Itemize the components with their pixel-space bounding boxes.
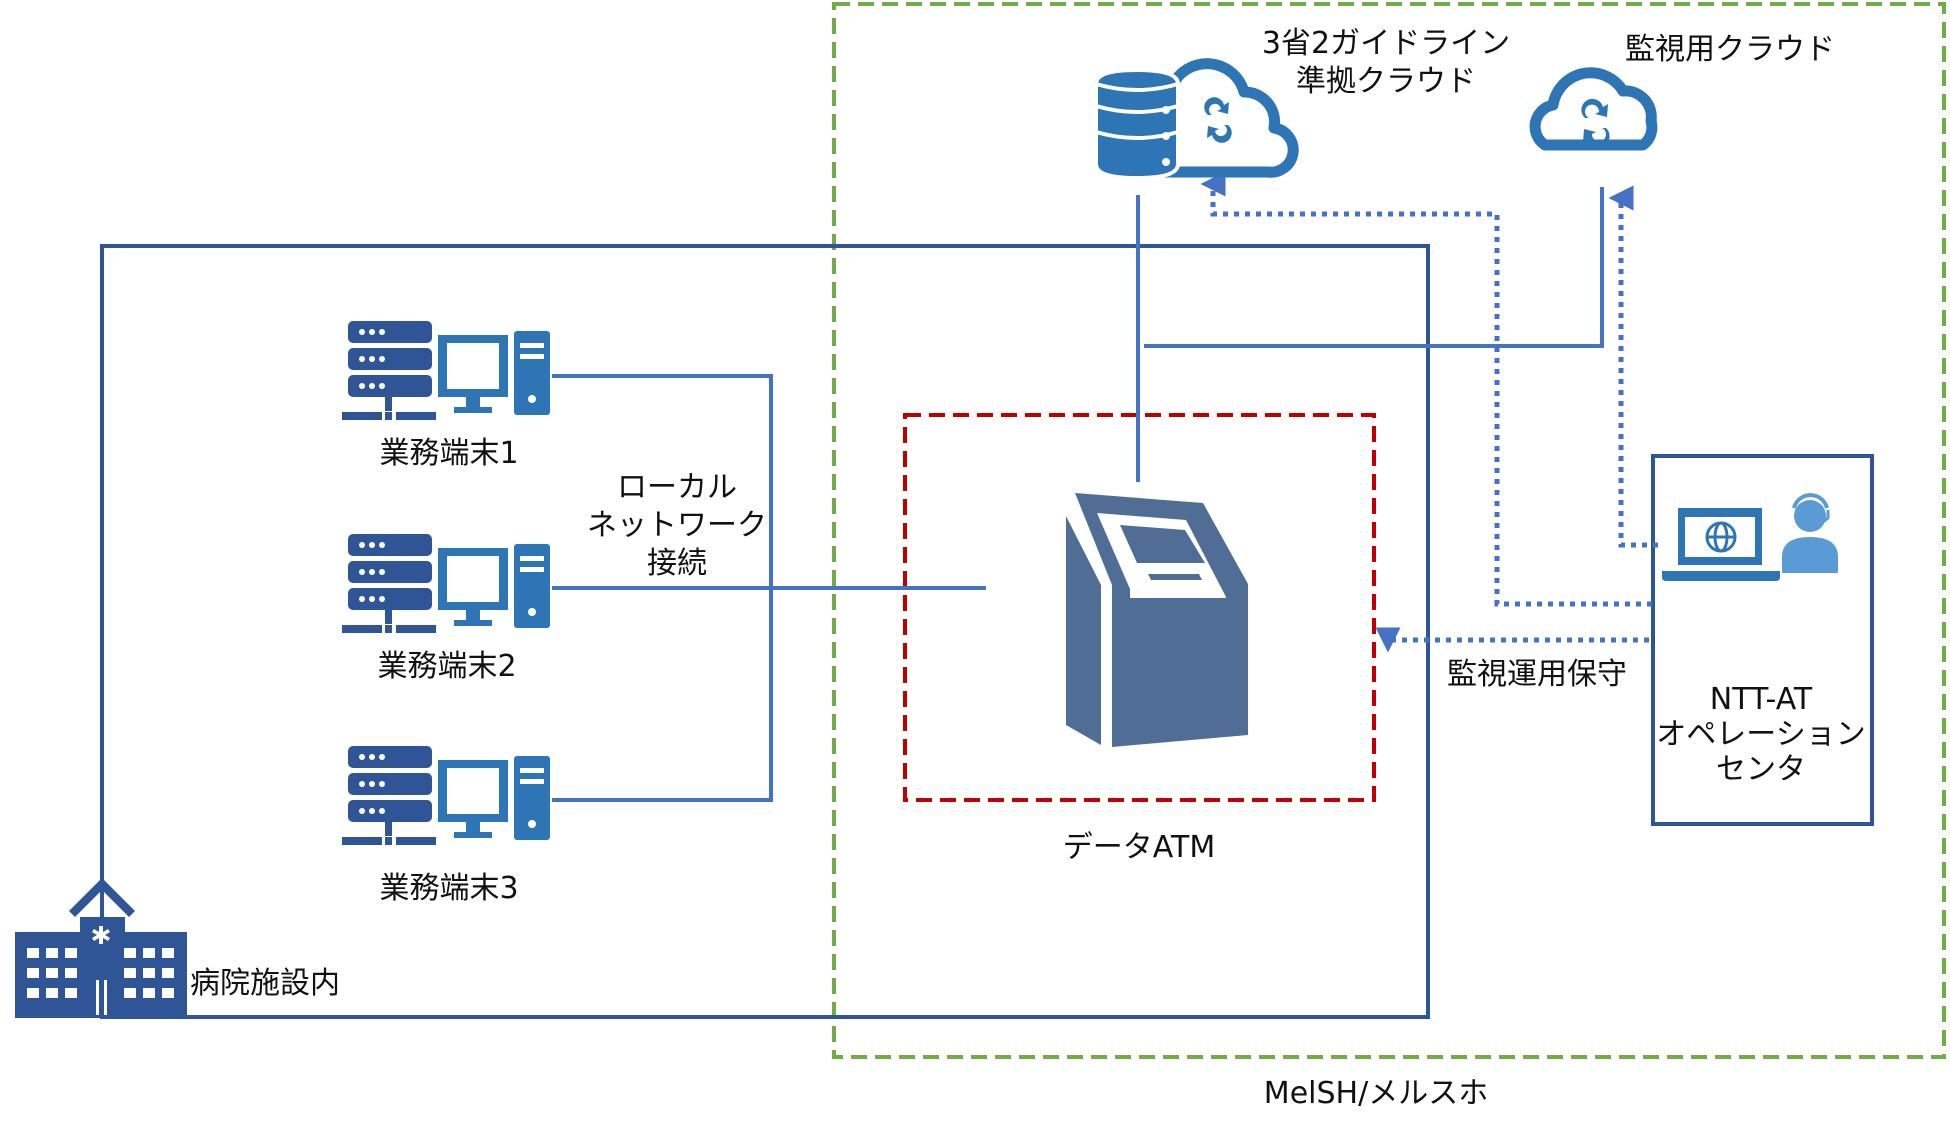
melsh-service-boundary — [832, 2, 1946, 1059]
hospital-premises-boundary — [100, 244, 1430, 1019]
data-atm-label: データATM — [1062, 830, 1216, 865]
terminal-2-label: 業務端末2 — [377, 649, 517, 684]
maintenance-label: 監視運用保守 — [1447, 657, 1627, 692]
local-network-lines — [552, 187, 1604, 802]
local-network-label-line1: ローカル — [617, 470, 737, 505]
atm-kiosk-icon — [1066, 493, 1248, 747]
operation-center-label-line2: オペレーション — [1656, 717, 1866, 752]
guideline-cloud-label-line2: 準拠クラウド — [1296, 64, 1476, 99]
terminal-3-label: 業務端末3 — [379, 871, 519, 906]
database-cloud-icon — [1094, 58, 1299, 181]
data-atm-boundary — [903, 413, 1376, 802]
cloud-sync-icon — [1529, 67, 1658, 151]
terminal-1-label: 業務端末1 — [379, 436, 519, 471]
operation-center-label-line3: センタ — [1716, 752, 1806, 787]
local-network-label-line3: 接続 — [647, 546, 707, 581]
hospital-icon — [15, 850, 187, 1018]
operation-center-label-line1: NTT-AT — [1709, 682, 1813, 717]
link-atm-monitoring-cloud — [1144, 187, 1604, 348]
terminal-2-icon — [342, 534, 550, 633]
operator-laptop-icon — [1662, 493, 1838, 581]
flow-to-monitoring-cloud — [1608, 185, 1658, 548]
operation-flows — [1200, 171, 1658, 653]
guideline-cloud-label-line1: 3省2ガイドライン — [1261, 26, 1511, 61]
terminal-1-icon — [342, 321, 550, 420]
hospital-label: 病院施設内 — [190, 966, 340, 1001]
diagram-title: MelSH/メルスホ — [1263, 1076, 1489, 1111]
local-network-label-line2: ネットワーク — [587, 508, 767, 543]
monitoring-cloud-label: 監視用クラウド — [1625, 32, 1835, 67]
flow-to-guideline-cloud — [1200, 171, 1652, 607]
terminal-3-icon — [342, 746, 550, 845]
operation-center-box — [1651, 454, 1874, 826]
